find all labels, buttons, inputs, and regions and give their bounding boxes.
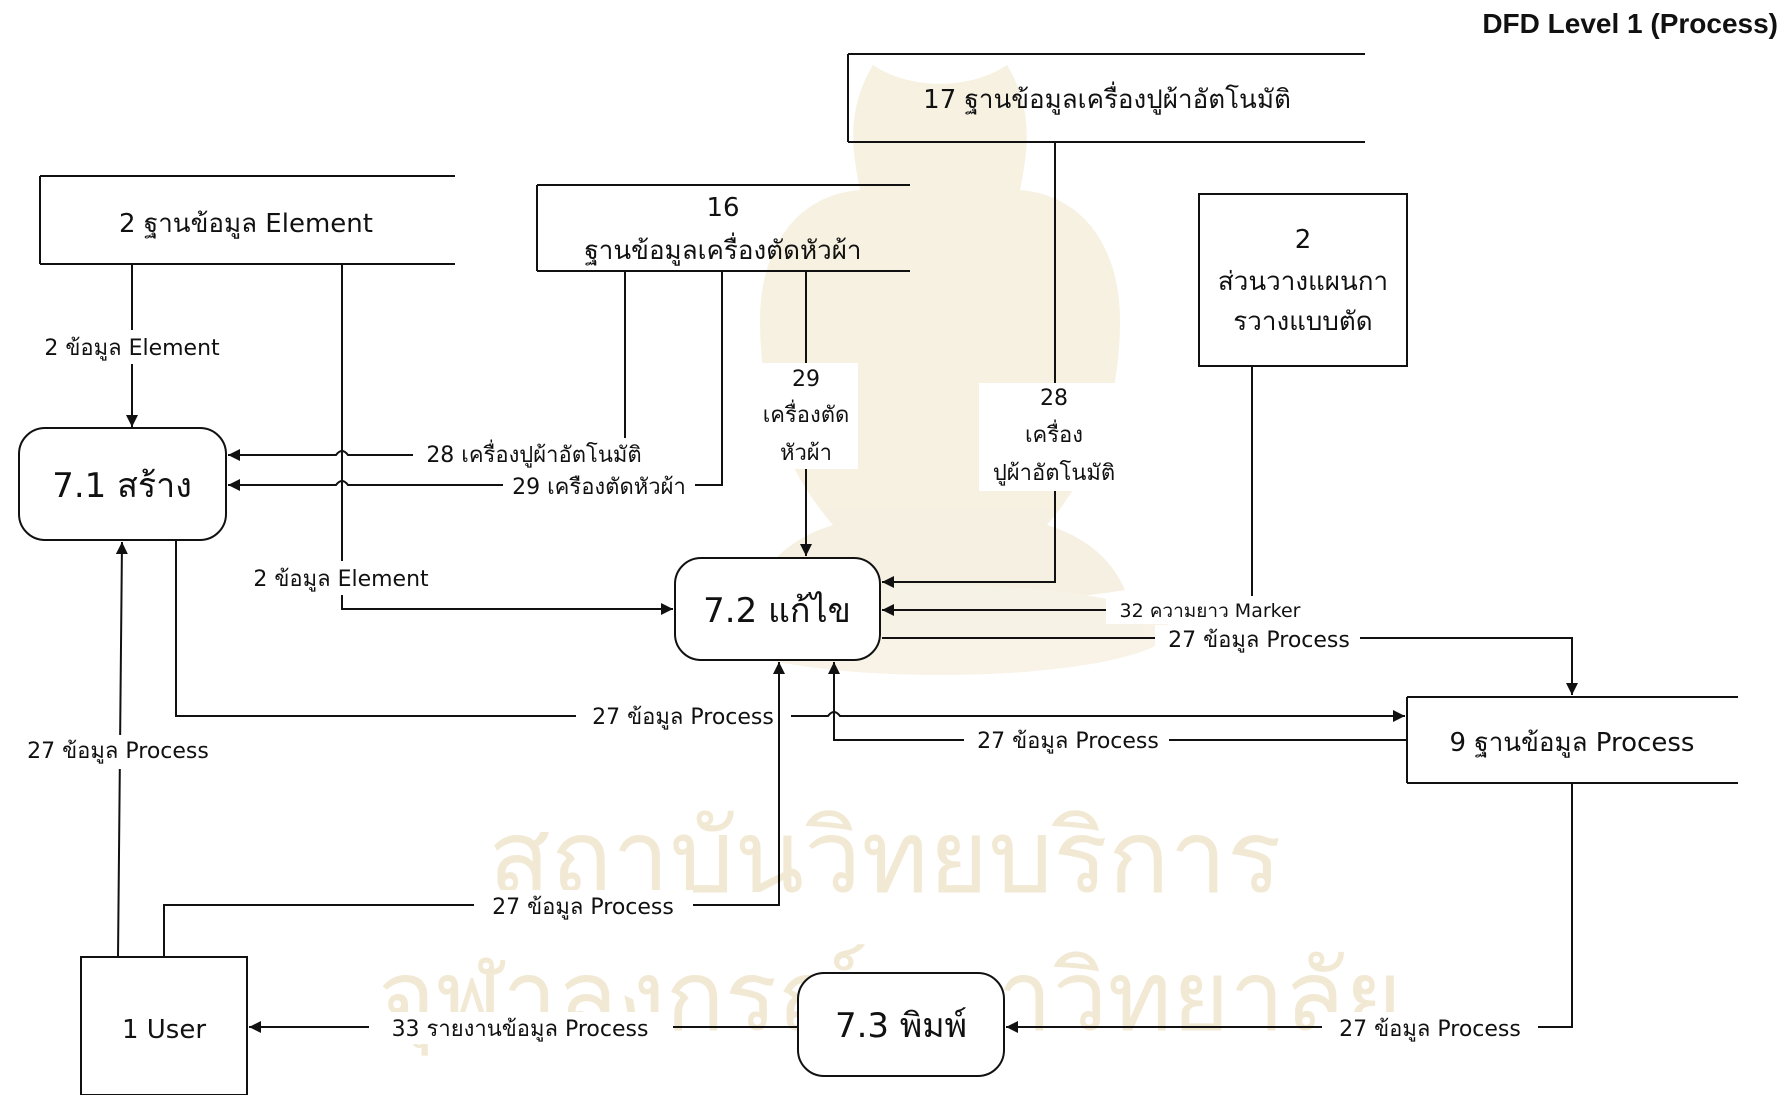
process-edit-box bbox=[674, 557, 881, 661]
flow-cutter-to-create-label-bg bbox=[503, 470, 695, 501]
flow-edit-to-process-store-line bbox=[882, 637, 1578, 695]
process-edit-label: 7.2 แก้ไข bbox=[703, 591, 851, 631]
flow-cutter-to-edit-label-2: เครื่องตัด bbox=[763, 399, 850, 428]
flow-user-to-create-label-bg bbox=[10, 735, 226, 769]
flow-spreader-to-edit-label-2: เครื่อง bbox=[1025, 419, 1083, 448]
flow-marker-length: 32 ความยาว Marker bbox=[882, 366, 1314, 624]
flow-spreader-to-edit-label-3: ปูผ้าอัตโนมัติ bbox=[993, 460, 1115, 486]
flow-cutter-to-edit-label-3: หัวผ้า bbox=[780, 441, 832, 466]
flow-spreader-to-create-label-bg bbox=[413, 438, 656, 469]
data-store-process-label: 9 ฐานข้อมูล Process bbox=[1450, 728, 1695, 758]
data-store-cutter: 16 ฐานข้อมูลเครื่องตัดหัวผ้า bbox=[536, 184, 910, 272]
data-store-cutter-label: ฐานข้อมูลเครื่องตัดหัวผ้า bbox=[584, 232, 861, 266]
flow-edit-to-process-store: 27 ข้อมูล Process bbox=[882, 625, 1578, 695]
flow-user-to-create-label: 27 ข้อมูล Process bbox=[27, 739, 209, 764]
flow-process-store-to-print-label: 27 ข้อมูล Process bbox=[1339, 1017, 1521, 1042]
data-store-element-label: 2 ฐานข้อมูล Element bbox=[119, 209, 373, 239]
process-create: 7.1 สร้าง bbox=[18, 427, 227, 541]
process-create-label: 7.1 สร้าง bbox=[52, 466, 192, 506]
data-store-element: 2 ฐานข้อมูล Element bbox=[39, 175, 455, 265]
flow-process-store-to-print-line bbox=[1006, 783, 1573, 1033]
process-edit: 7.2 แก้ไข bbox=[674, 557, 881, 661]
flow-create-to-process-store-label: 27 ข้อมูล Process bbox=[592, 705, 774, 730]
flow-element-to-create: 2 ข้อมูล Element bbox=[27, 264, 237, 427]
flow-user-to-create: 27 ข้อมูล Process bbox=[10, 541, 226, 958]
flow-cutter-to-edit: 29 เครื่องตัด หัวผ้า bbox=[754, 271, 858, 556]
watermark-seal bbox=[755, 65, 1125, 605]
flow-user-to-edit-label: 27 ข้อมูล Process bbox=[492, 895, 674, 920]
flow-report-label: 33 รายงานข้อมูล Process bbox=[392, 1017, 649, 1042]
diagram-title: DFD Level 1 (Process) bbox=[1482, 8, 1778, 39]
data-store-spreader: 17 ฐานข้อมูลเครื่องปูผ้าอัตโนมัติ bbox=[847, 53, 1365, 143]
data-store-spreader-label: 17 ฐานข้อมูลเครื่องปูผ้าอัตโนมัติ bbox=[923, 81, 1291, 115]
flow-cutter-to-edit-label-bg bbox=[754, 363, 858, 469]
flow-cutter-to-create-label: 29 เครืองตัดหัวผ้า bbox=[512, 475, 686, 500]
flow-spreader-to-create-line bbox=[228, 271, 626, 461]
data-store-process: 9 ฐานข้อมูล Process bbox=[1406, 696, 1738, 784]
flow-edit-to-process-store-label: 27 ข้อมูล Process bbox=[1168, 628, 1350, 653]
process-print: 7.3 พิมพ์ bbox=[797, 972, 1005, 1077]
entity-planning-line-1: ส่วนวางแผนกา bbox=[1218, 267, 1388, 297]
flow-process-store-to-edit-label-bg bbox=[964, 726, 1169, 755]
flow-element-to-edit-label: 2 ข้อมูล Element bbox=[253, 567, 429, 592]
flow-spreader-to-create: 28 เครื่องปูผ้าอัตโนมัติ bbox=[228, 271, 656, 469]
process-create-box bbox=[18, 427, 227, 541]
entity-planning-number: 2 bbox=[1295, 225, 1312, 255]
flow-spreader-to-edit-label-bg bbox=[979, 383, 1131, 491]
flow-spreader-to-create-label: 28 เครื่องปูผ้าอัตโนมัติ bbox=[426, 439, 641, 468]
process-print-label: 7.3 พิมพ์ bbox=[835, 1006, 967, 1046]
flow-cutter-to-create: 29 เครืองตัดหัวผ้า bbox=[228, 271, 723, 501]
flow-element-to-edit: 2 ข้อมูล Element bbox=[236, 264, 673, 615]
flow-process-store-to-edit-label: 27 ข้อมูล Process bbox=[977, 729, 1159, 754]
flow-element-to-create-label: 2 ข้อมูล Element bbox=[44, 336, 220, 361]
entity-user-box bbox=[80, 956, 248, 1095]
process-print-box bbox=[797, 972, 1005, 1077]
flow-report-label-bg bbox=[369, 1012, 673, 1044]
flow-marker-length-label: 32 ความยาว Marker bbox=[1120, 600, 1301, 622]
entity-user: 1 User bbox=[80, 956, 248, 1095]
flow-cutter-to-edit-label-1: 29 bbox=[792, 367, 820, 392]
flow-spreader-to-edit-line bbox=[882, 142, 1056, 588]
entity-user-label: 1 User bbox=[122, 1015, 206, 1045]
flow-report: 33 รายงานข้อมูล Process bbox=[249, 1012, 798, 1044]
flow-spreader-to-edit-label-1: 28 bbox=[1040, 386, 1068, 411]
flow-element-to-create-label-bg bbox=[27, 330, 237, 364]
flow-process-store-to-edit: 27 ข้อมูล Process bbox=[828, 662, 1407, 755]
flow-element-to-edit-label-bg bbox=[236, 561, 446, 595]
flow-element-to-edit-line bbox=[341, 264, 673, 615]
flow-edit-to-process-store-label-bg bbox=[1155, 625, 1360, 654]
flow-user-to-edit-line bbox=[163, 662, 785, 957]
flow-user-to-edit-label-bg bbox=[474, 890, 693, 922]
flow-marker-length-label-bg bbox=[1106, 596, 1314, 624]
entity-planning-box bbox=[1198, 193, 1408, 367]
flow-process-store-to-print: 27 ข้อมูล Process bbox=[1006, 783, 1573, 1044]
flow-create-to-process-store: 27 ข้อมูล Process bbox=[175, 540, 1405, 732]
flow-process-store-to-print-label-bg bbox=[1322, 1012, 1538, 1044]
flow-user-to-edit: 27 ข้อมูล Process bbox=[163, 662, 785, 957]
flow-spreader-to-edit: 28 เครื่อง ปูผ้าอัตโนมัติ bbox=[882, 142, 1131, 588]
entity-planning: 2 ส่วนวางแผนกา รวางแบบตัด bbox=[1198, 193, 1408, 367]
entity-planning-line-2: รวางแบบตัด bbox=[1233, 307, 1372, 337]
flow-create-to-process-store-label-bg bbox=[576, 701, 791, 732]
flow-process-store-to-edit-line bbox=[828, 662, 1407, 741]
data-store-cutter-number: 16 bbox=[706, 193, 739, 223]
